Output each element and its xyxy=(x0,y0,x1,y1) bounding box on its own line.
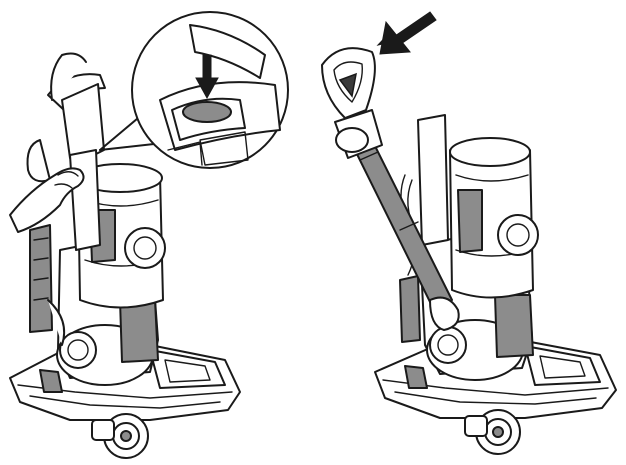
pull-direction-arrow-icon xyxy=(376,11,437,55)
magnifier-callout-icon xyxy=(99,11,289,169)
left-dust-canister xyxy=(77,163,166,309)
callout-release-button-closeup xyxy=(159,24,281,166)
right-vacuum-illustration xyxy=(321,11,617,455)
hand-illustration xyxy=(9,52,87,233)
left-vacuum-illustration xyxy=(9,11,289,459)
left-wheel xyxy=(91,413,149,459)
right-wheel xyxy=(464,409,521,455)
extended-hose-wand xyxy=(334,109,460,331)
wand-handle-grip xyxy=(321,47,376,119)
right-dust-canister xyxy=(449,137,539,299)
press-down-arrow-icon xyxy=(195,54,219,100)
